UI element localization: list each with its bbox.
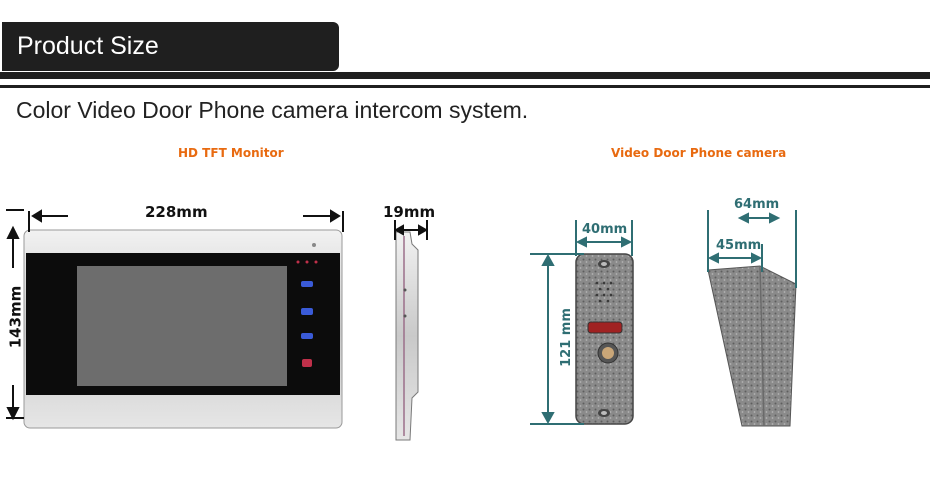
hood-inner-label: 45mm	[716, 238, 762, 253]
section-title: Product Size	[17, 32, 159, 60]
monitor-height-dimension	[6, 209, 24, 421]
camera-height-label: 121 mm	[558, 308, 574, 367]
camera-section-label: Video Door Phone camera	[611, 146, 787, 160]
hood-outer-label: 64mm	[734, 197, 780, 212]
page-subtitle: Color Video Door Phone camera intercom s…	[16, 97, 529, 123]
monitor-touch-buttons-icon	[296, 260, 318, 367]
hood-inner-dimension	[707, 244, 763, 272]
monitor-depth-dimension	[393, 220, 429, 240]
camera-height-dimension	[530, 253, 584, 425]
monitor-section-label: HD TFT Monitor	[178, 146, 284, 160]
monitor-front	[23, 229, 343, 429]
camera-rain-hood	[707, 265, 797, 427]
camera-width-label: 40mm	[582, 222, 628, 237]
hood-outer-dimension	[707, 210, 797, 288]
monitor-width-dimension	[28, 209, 344, 232]
monitor-side-view	[395, 231, 419, 441]
section-header: Product Size	[2, 22, 339, 71]
monitor-depth-label: 19mm	[383, 203, 436, 221]
monitor-width-label: 228mm	[145, 203, 208, 221]
camera-width-dimension	[575, 220, 633, 256]
divider-thick	[0, 72, 930, 79]
divider-thin	[0, 85, 930, 88]
camera-front	[575, 253, 634, 425]
monitor-height-label: 143mm	[6, 285, 25, 349]
